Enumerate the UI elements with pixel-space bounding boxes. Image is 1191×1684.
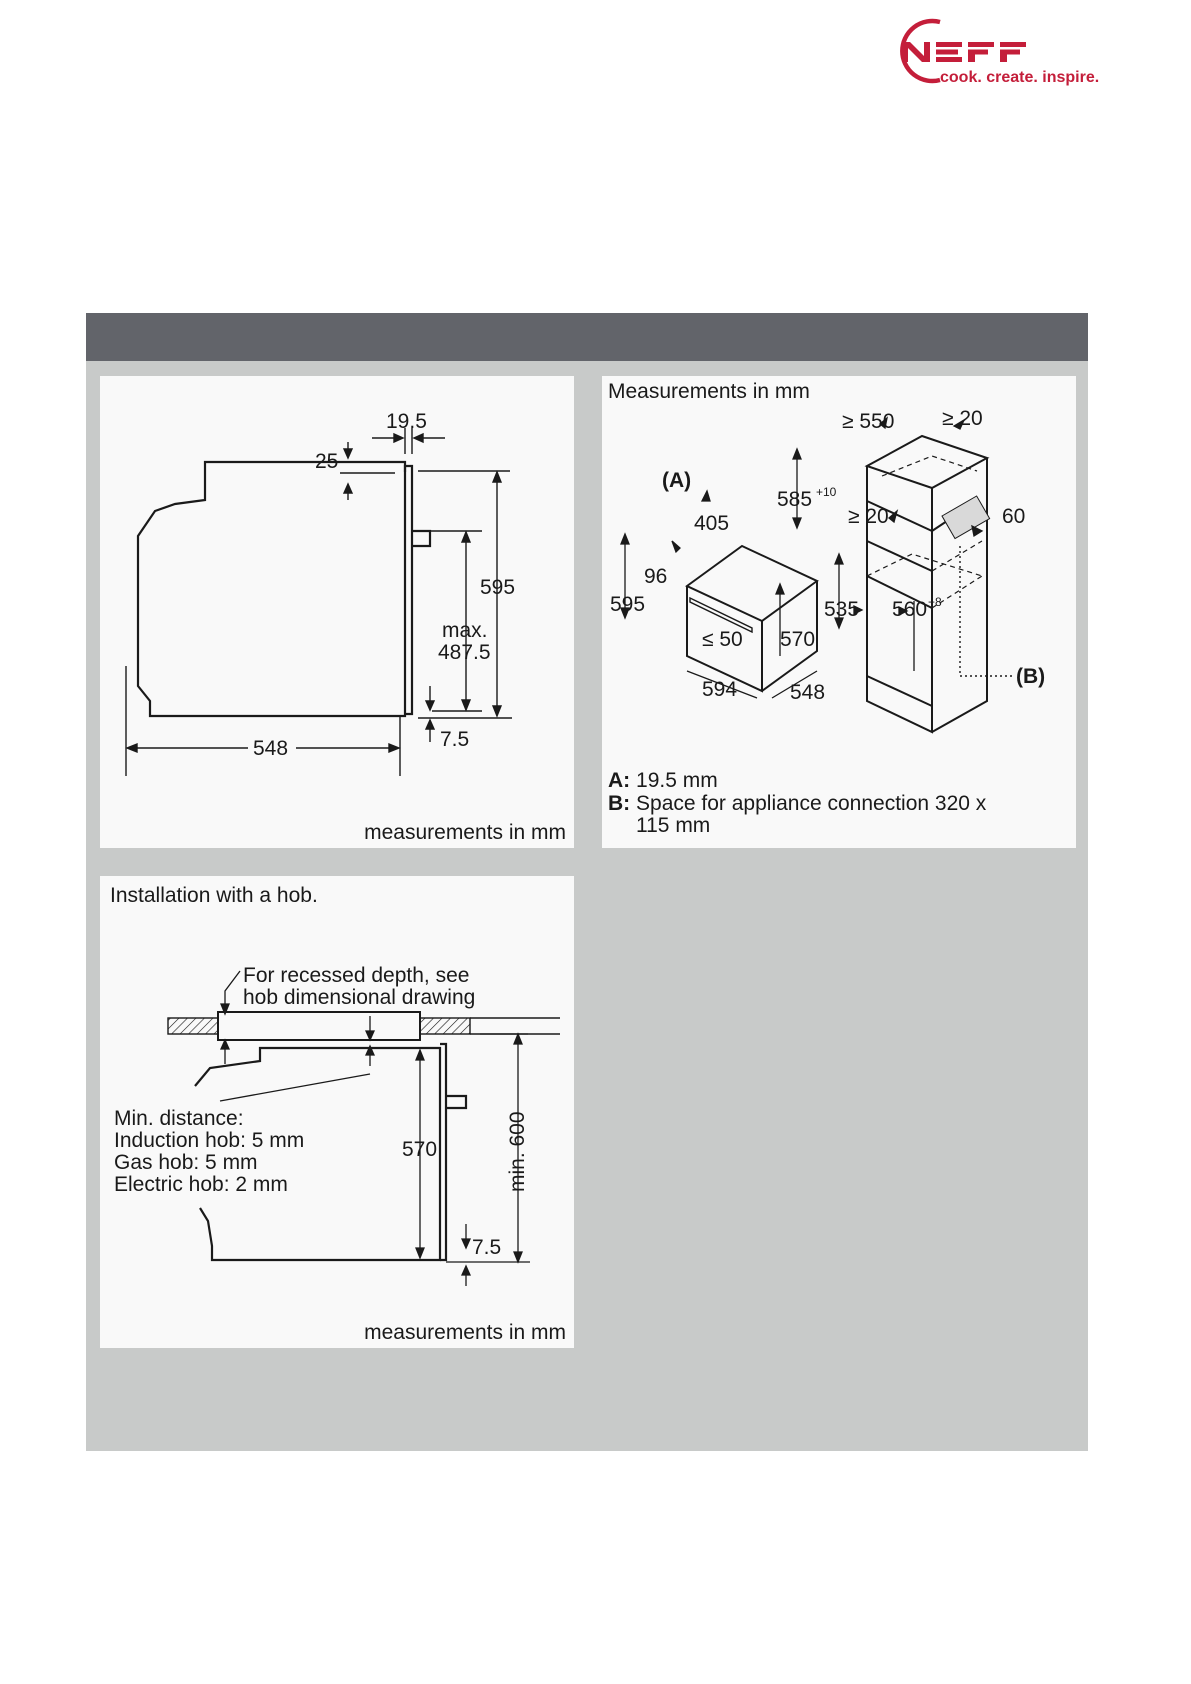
dim-585: 585 bbox=[777, 488, 812, 511]
dim-487-5: 487.5 bbox=[438, 641, 491, 664]
oven-side bbox=[761, 581, 818, 692]
panel-side-view: 19.5 25 595 max. 487.5 548 7.5 measureme… bbox=[100, 376, 574, 848]
dim-25: 25 bbox=[315, 450, 338, 473]
control-knob bbox=[446, 1094, 468, 1110]
dim-min-600: min. 600 bbox=[506, 1111, 529, 1192]
min-distance-induction: Induction hob: 5 mm bbox=[114, 1129, 305, 1152]
min-distance-gas: Gas hob: 5 mm bbox=[114, 1151, 258, 1174]
worktop-left bbox=[167, 1017, 219, 1035]
dim-7-5: 7.5 bbox=[440, 728, 469, 751]
dim-548: 548 bbox=[253, 737, 288, 760]
legend-a-key: A: bbox=[608, 769, 631, 792]
hob-installation-drawing: 570 min. 600 7.5 bbox=[167, 970, 560, 1286]
section-banner bbox=[86, 313, 1088, 361]
panel-hob-installation: Installation with a hob. bbox=[100, 876, 574, 1348]
dim-585-sup: +10 bbox=[816, 485, 837, 499]
side-view-drawing: 19.5 25 595 max. 487.5 548 7.5 bbox=[125, 410, 515, 776]
worktop-right bbox=[419, 1017, 471, 1035]
recess-note-1: For recessed depth, see bbox=[243, 964, 470, 987]
panel3-title: Installation with a hob. bbox=[110, 884, 318, 907]
oven-body-outline bbox=[136, 460, 407, 718]
neff-logo: cook. create. inspire. bbox=[884, 16, 1134, 88]
dim-594: 594 bbox=[702, 678, 737, 701]
dim-96: 96 bbox=[644, 565, 667, 588]
label-A: (A) bbox=[662, 469, 691, 492]
dim-max: max. bbox=[442, 619, 488, 642]
dim-560: 560 bbox=[892, 598, 927, 621]
dim-535: 535 bbox=[824, 598, 859, 621]
dim-595: 595 bbox=[610, 593, 645, 616]
logo-wordmark bbox=[902, 42, 1026, 62]
installation-drawing: (A) ≥ 550 ≥ 20 585 +10 ≥ 20 60 405 96 59… bbox=[610, 407, 1045, 734]
dim-19-5: 19.5 bbox=[386, 410, 427, 433]
dim-20-mid: ≥ 20 bbox=[848, 505, 889, 528]
dim-548: 548 bbox=[790, 681, 825, 704]
dim-20-top: ≥ 20 bbox=[942, 407, 983, 430]
dim-60: 60 bbox=[1002, 505, 1025, 528]
dim-50: ≤ 50 bbox=[702, 628, 743, 651]
dim-560-sup: +8 bbox=[928, 595, 942, 609]
dim-570: 570 bbox=[780, 628, 815, 651]
label-B: (B) bbox=[1016, 665, 1045, 688]
recess-note-2: hob dimensional drawing bbox=[243, 986, 476, 1009]
oven-front bbox=[686, 586, 763, 693]
panel-installation-dimensions: Measurements in mm bbox=[602, 376, 1076, 848]
front-panel bbox=[403, 464, 414, 716]
dim-7-5: 7.5 bbox=[472, 1236, 501, 1259]
dim-405: 405 bbox=[694, 512, 729, 535]
min-distance-electric: Electric hob: 2 mm bbox=[114, 1173, 288, 1196]
legend-b: B: Space for appliance connection 320 x bbox=[608, 793, 986, 815]
panel1-footer: measurements in mm bbox=[364, 821, 566, 844]
legend-b-text-2: 115 mm bbox=[636, 814, 711, 837]
cabinet-top bbox=[864, 434, 990, 490]
cabinet-front bbox=[866, 466, 933, 734]
min-distance-heading: Min. distance: bbox=[114, 1107, 244, 1130]
dim-595: 595 bbox=[480, 576, 515, 599]
cabinet-side bbox=[931, 458, 988, 733]
panel3-footer: measurements in mm bbox=[364, 1321, 566, 1344]
legend-b-key: B: bbox=[608, 792, 631, 815]
legend-b-text-1: Space for appliance connection 320 x bbox=[636, 792, 987, 815]
control-knob bbox=[412, 529, 432, 548]
legend-a-text: 19.5 mm bbox=[636, 769, 718, 792]
dim-570: 570 bbox=[402, 1138, 437, 1161]
legend-a: A: 19.5 mm bbox=[608, 770, 718, 792]
logo-tagline: cook. create. inspire. bbox=[940, 69, 1099, 86]
hob bbox=[217, 1011, 421, 1041]
oven-outline bbox=[194, 1046, 442, 1262]
dim-550: ≥ 550 bbox=[842, 410, 894, 433]
panel2-title: Measurements in mm bbox=[608, 380, 810, 403]
